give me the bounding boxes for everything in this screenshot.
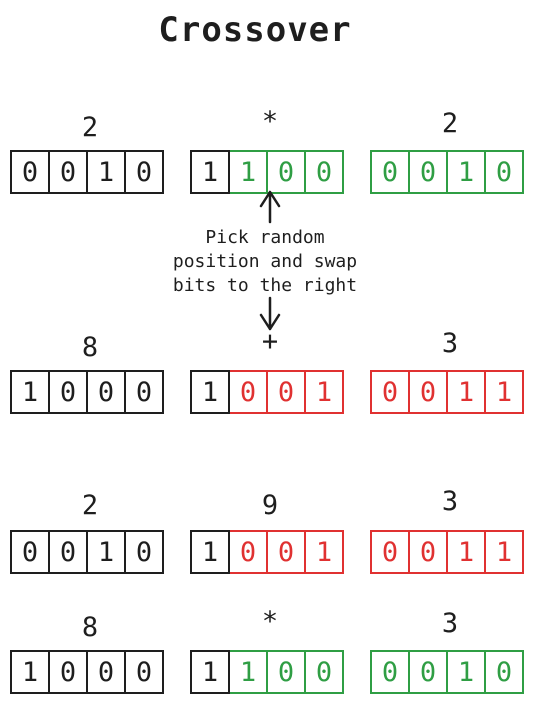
bit-cell: 0	[484, 650, 524, 694]
bit-cell: 1	[86, 530, 126, 574]
bit-cell: 1	[190, 530, 230, 574]
bit-cell: 1	[190, 370, 230, 414]
bit-cell: 0	[304, 150, 344, 194]
bit-cell: 0	[10, 150, 50, 194]
bit-cell: 1	[10, 650, 50, 694]
arrow-up-icon	[259, 190, 281, 224]
gene-label: 8	[81, 332, 99, 363]
gene-label: 3	[441, 328, 459, 359]
gene-label: +	[261, 326, 279, 357]
bit-cell: 1	[86, 150, 126, 194]
bit-cell: 0	[86, 370, 126, 414]
gene-label: 9	[261, 490, 279, 521]
bit-cell: 0	[48, 650, 88, 694]
gene-label: 3	[441, 608, 459, 639]
bit-cell: 0	[48, 150, 88, 194]
bit-cell: 0	[48, 370, 88, 414]
bit-cell: 0	[48, 530, 88, 574]
bit-cell: 0	[124, 530, 164, 574]
bit-cell: 1	[304, 530, 344, 574]
bit-cell: 0	[124, 370, 164, 414]
diagram-title: Crossover	[158, 10, 352, 50]
gene-label: 3	[441, 486, 459, 517]
bit-cell: 0	[86, 650, 126, 694]
bit-cell: 1	[484, 370, 524, 414]
gene-label: 2	[81, 490, 99, 521]
gene-label: 2	[81, 112, 99, 143]
bit-cell: 1	[304, 370, 344, 414]
bit-cell: 1	[10, 370, 50, 414]
arrow-down-icon	[259, 296, 281, 331]
bit-cell: 1	[484, 530, 524, 574]
bit-cell: 0	[124, 650, 164, 694]
gene-label: 2	[441, 108, 459, 139]
bit-cell: 0	[10, 530, 50, 574]
bit-cell: 0	[304, 650, 344, 694]
bit-cell: 1	[190, 650, 230, 694]
bit-cell: 0	[124, 150, 164, 194]
bit-cell: 1	[190, 150, 230, 194]
gene-label: 8	[81, 612, 99, 643]
gene-label: *	[261, 106, 279, 137]
crossover-note: Pick random position and swap bits to th…	[172, 227, 358, 296]
bit-cell: 0	[484, 150, 524, 194]
gene-label: *	[261, 606, 279, 637]
